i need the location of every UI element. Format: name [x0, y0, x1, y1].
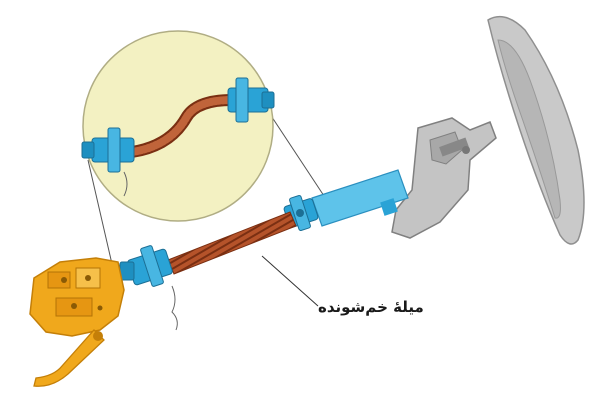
- flexible-shaft-label: میلهٔ خم‌شونده: [318, 298, 424, 316]
- label-leader-line: [262, 256, 318, 306]
- steering-gearbox: [30, 258, 124, 386]
- upper-column-tube: [312, 170, 408, 226]
- magnifier-circle: [82, 31, 274, 221]
- steering-wheel: [488, 17, 584, 244]
- lower-universal-joint: [120, 245, 177, 330]
- steering-column-housing: [392, 118, 496, 238]
